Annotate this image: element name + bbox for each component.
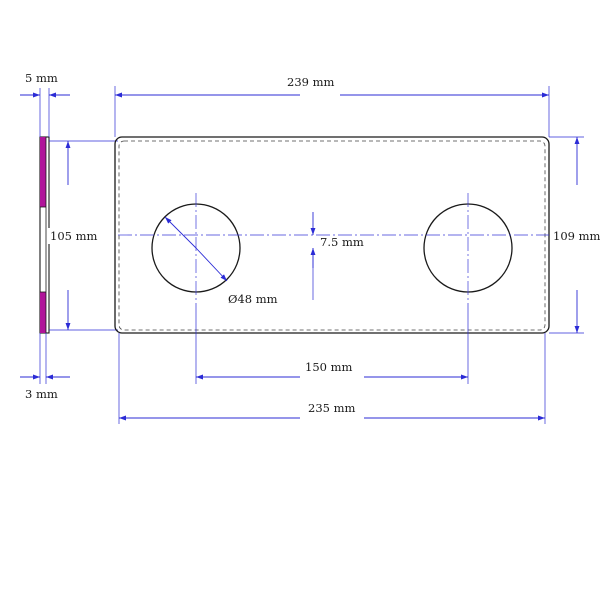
- dimension-inner-width: 235 mm: [118, 333, 546, 424]
- dimension-overall-height: 109 mm: [549, 136, 600, 334]
- hole-spacing-label: 150 mm: [305, 360, 353, 374]
- side-view-section-bottom: [40, 292, 46, 333]
- inner-width-label: 235 mm: [308, 401, 356, 415]
- center-offset-label: 7.5 mm: [320, 235, 364, 249]
- overall-width-label: 239 mm: [287, 75, 335, 89]
- dimension-thickness-total: 5 mm: [20, 71, 70, 137]
- dimension-center-offset: 7.5 mm: [310, 212, 364, 300]
- dimension-thickness-inner: 3 mm: [20, 333, 70, 401]
- thickness-inner-label: 3 mm: [25, 387, 58, 401]
- plate-inner-outline: [118, 140, 546, 331]
- thickness-total-label: 5 mm: [25, 71, 58, 85]
- dimension-hole-diameter: Ø48 mm: [164, 216, 278, 306]
- side-view-section-top: [40, 137, 46, 207]
- dimension-inner-height: 105 mm: [48, 140, 118, 331]
- dimension-overall-width: 239 mm: [114, 75, 550, 137]
- dimension-hole-spacing: 150 mm: [195, 303, 469, 384]
- side-view: [39, 136, 50, 334]
- inner-height-label: 105 mm: [50, 229, 98, 243]
- hole-diameter-label: Ø48 mm: [228, 292, 278, 306]
- overall-height-label: 109 mm: [553, 229, 600, 243]
